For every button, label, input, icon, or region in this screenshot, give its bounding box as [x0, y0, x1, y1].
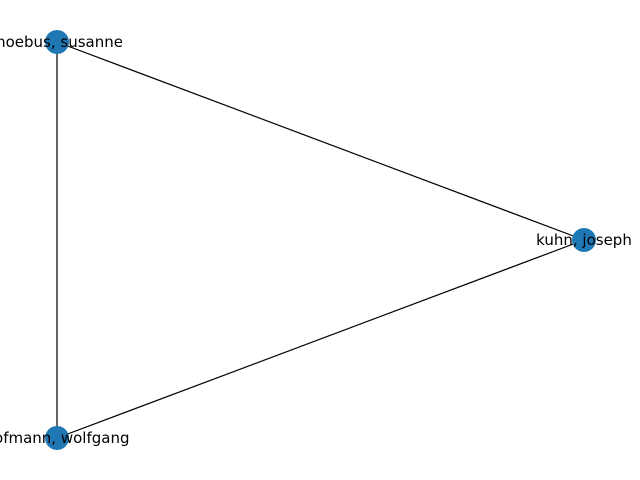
node-marker-kuhn [572, 228, 596, 252]
node-kuhn: kuhn, joseph [536, 228, 632, 252]
edges-layer [56, 41, 585, 439]
node-hofmann: hofmann, wolfgang [0, 426, 129, 450]
edge-moebus-kuhn [56, 41, 585, 241]
node-marker-hofmann [45, 426, 69, 450]
node-label-moebus: moebus, susanne [0, 33, 123, 51]
nodes-layer: moebus, susanne kuhn, joseph hofmann, wo… [0, 30, 632, 450]
node-marker-moebus [45, 30, 69, 54]
node-label-kuhn: kuhn, joseph [536, 231, 632, 249]
node-moebus: moebus, susanne [0, 30, 123, 54]
node-label-hofmann: hofmann, wolfgang [0, 429, 129, 447]
edge-hofmann-kuhn [56, 239, 585, 439]
